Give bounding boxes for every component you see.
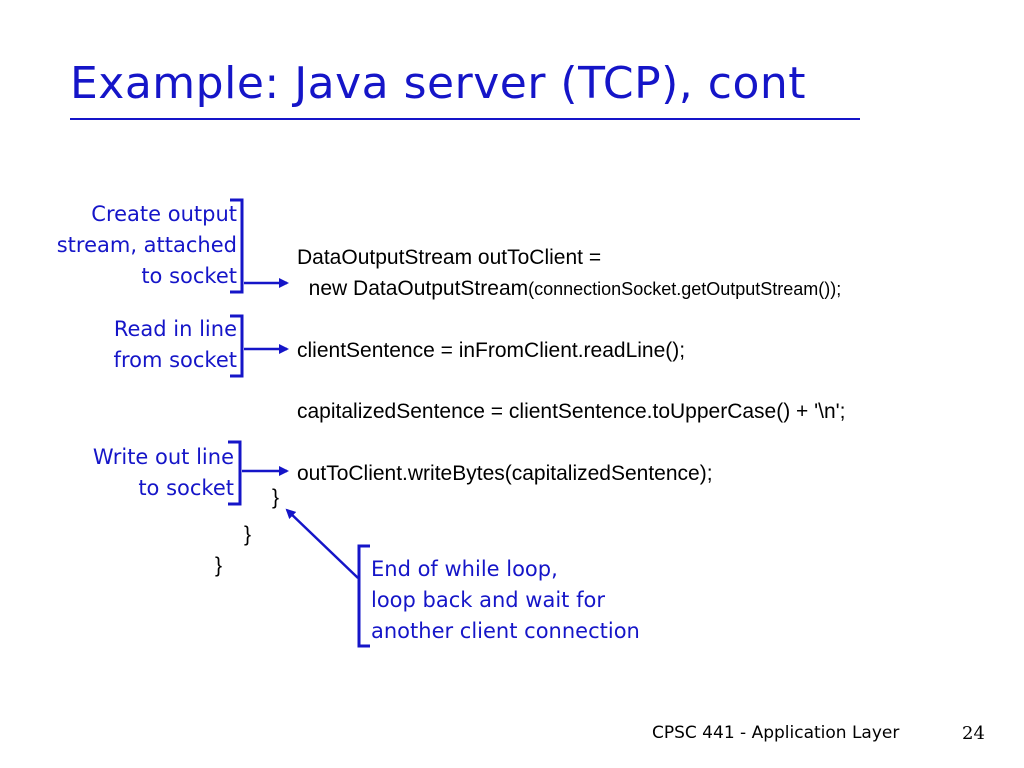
- code-line-4: capitalizedSentence = clientSentence.toU…: [297, 400, 846, 423]
- code-line-5: outToClient.writeBytes(capitalizedSenten…: [297, 462, 713, 485]
- closing-brace-outer: }: [215, 554, 223, 577]
- title-underline: [70, 118, 860, 120]
- annotation-line: stream, attached: [56, 233, 237, 257]
- bracket-create-output: [230, 198, 244, 294]
- bracket-write-line: [228, 440, 242, 506]
- annotation-create-output: Create output stream, attached to socket: [57, 199, 237, 292]
- annotation-line: Write out line: [92, 445, 234, 469]
- annotation-line: End of while loop,: [371, 557, 558, 581]
- closing-brace-inner: }: [272, 486, 280, 509]
- annotation-end-loop: End of while loop, loop back and wait fo…: [371, 554, 640, 647]
- bracket-end-loop: [357, 544, 370, 648]
- code-line-3: clientSentence = inFromClient.readLine()…: [297, 339, 686, 362]
- code-line-2-main: new DataOutputStream: [297, 277, 529, 300]
- annotation-line: from socket: [113, 348, 237, 372]
- annotation-write-line: Write out line to socket: [93, 442, 234, 504]
- code-line-2-args: (connectionSocket.getOutputStream());: [528, 279, 842, 299]
- annotation-read-line: Read in line from socket: [114, 314, 237, 376]
- closing-brace-middle: }: [244, 523, 252, 546]
- annotation-line: Create output: [91, 202, 237, 226]
- annotation-line: Read in line: [113, 317, 237, 341]
- code-line-2: new DataOutputStream(connectionSocket.ge…: [297, 274, 842, 304]
- arrow-end-loop: [285, 508, 359, 579]
- page-number: 24: [962, 723, 985, 744]
- annotation-line: to socket: [141, 264, 237, 288]
- footer-course: CPSC 441 - Application Layer: [652, 723, 900, 743]
- annotation-line: another client connection: [371, 619, 640, 643]
- slide-title: Example: Java server (TCP), cont: [70, 58, 807, 109]
- bracket-read-line: [230, 314, 244, 378]
- annotation-line: to socket: [138, 476, 234, 500]
- annotation-line: loop back and wait for: [371, 588, 605, 612]
- code-line-1: DataOutputStream outToClient =: [297, 246, 602, 269]
